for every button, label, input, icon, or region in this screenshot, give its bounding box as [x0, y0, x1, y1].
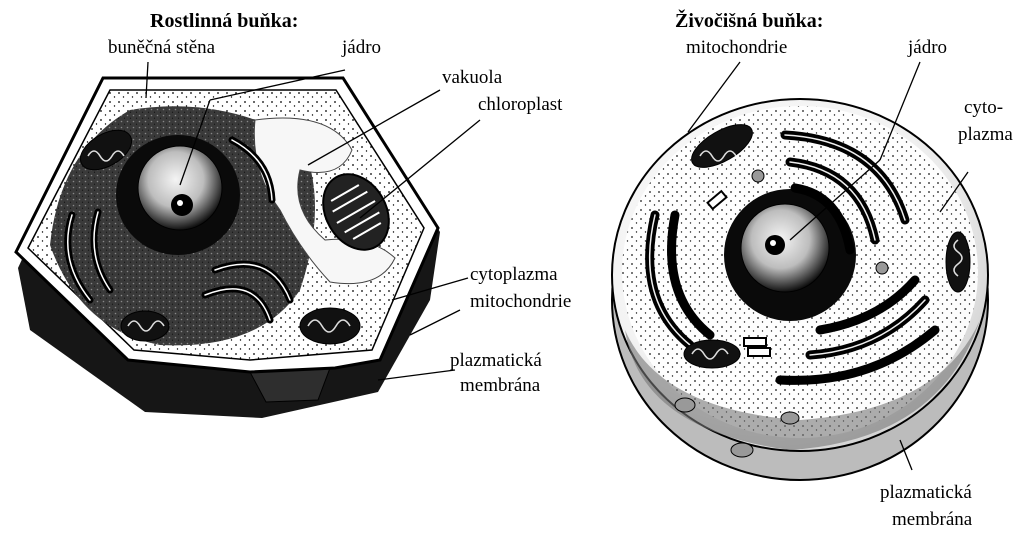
plant-label-mitochondria: mitochondrie: [470, 292, 571, 312]
plant-label-nucleus: jádro: [342, 38, 381, 58]
plant-label-plasma-membrane-1: plazmatická: [450, 351, 542, 371]
animal-label-plasma-membrane-2: membrána: [892, 510, 972, 530]
plant-label-plasma-membrane-2: membrána: [460, 376, 540, 396]
animal-label-cytoplasm-1: cyto-: [964, 98, 1003, 118]
animal-label-mitochondria: mitochondrie: [686, 38, 787, 58]
plant-label-vacuole: vakuola: [442, 68, 502, 88]
animal-cell: [612, 99, 988, 480]
animal-label-plasma-membrane-1: plazmatická: [880, 483, 972, 503]
plant-mitochondrion: [300, 308, 360, 344]
plant-cell: [16, 78, 440, 418]
plant-cell-title: Rostlinná buňka:: [150, 10, 298, 33]
plant-label-cell-wall: buněčná stěna: [108, 38, 215, 58]
plant-label-cytoplasm: cytoplazma: [470, 265, 558, 285]
animal-label-nucleus: jádro: [908, 38, 947, 58]
plant-label-chloroplast: chloroplast: [478, 95, 562, 115]
animal-label-cytoplasm-2: plazma: [958, 125, 1013, 145]
animal-cell-title: Živočišná buňka:: [675, 10, 823, 33]
